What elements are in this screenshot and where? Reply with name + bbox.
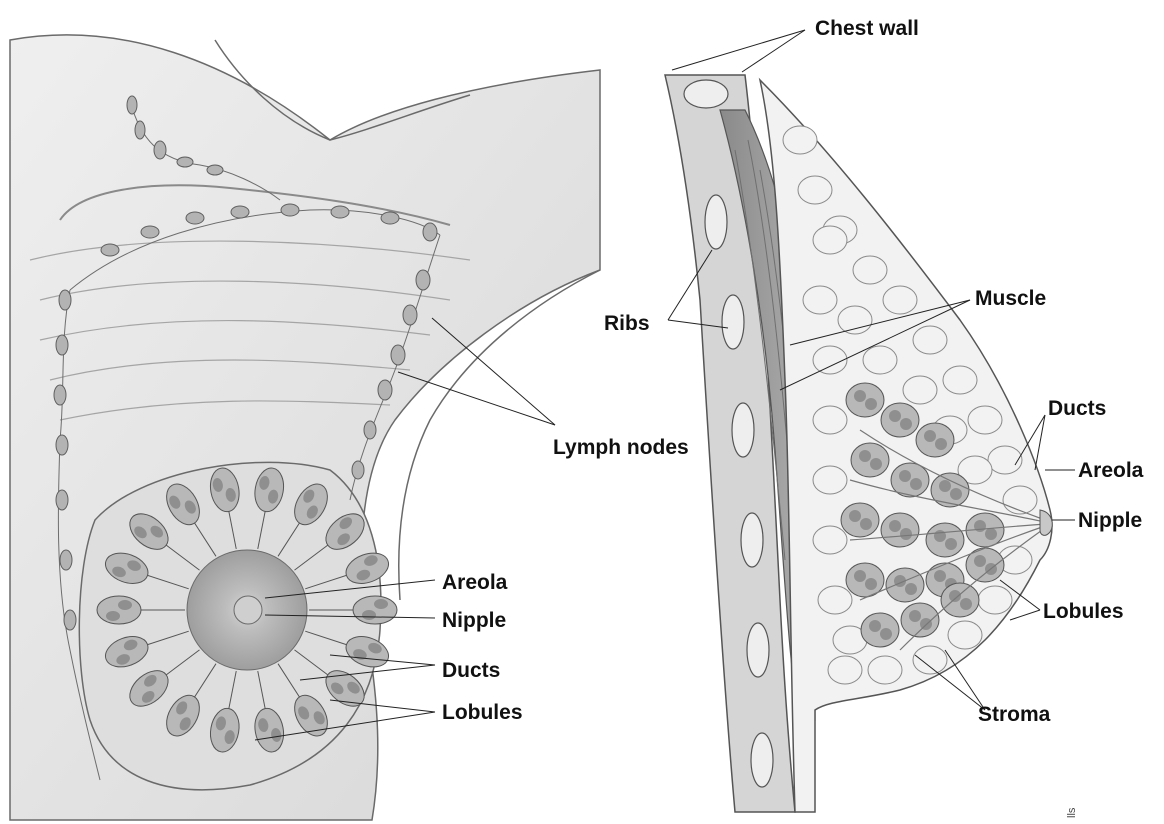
- label-chest-wall: Chest wall: [815, 18, 919, 39]
- fat-lobule: [783, 126, 817, 154]
- lobule: [353, 596, 397, 624]
- fat-lobule: [883, 286, 917, 314]
- fat-lobule: [853, 256, 887, 284]
- fat-lobule: [968, 406, 1002, 434]
- lobule: [97, 596, 141, 624]
- gland-lobule: [926, 523, 964, 557]
- label-ribs: Ribs: [604, 313, 650, 334]
- fat-lobule: [828, 656, 862, 684]
- nipple-front: [234, 596, 262, 624]
- label-lymph-nodes: Lymph nodes: [553, 437, 689, 458]
- label-nipple-side: Nipple: [1078, 510, 1142, 531]
- fat-lobule: [863, 346, 897, 374]
- fat-lobule: [803, 286, 837, 314]
- gland-lobule: [901, 603, 939, 637]
- gland-lobule: [941, 583, 979, 617]
- fat-lobule: [1003, 486, 1037, 514]
- gland-lobule: [881, 403, 919, 437]
- gland-lobule: [861, 613, 899, 647]
- label-muscle: Muscle: [975, 288, 1046, 309]
- fat-lobule: [978, 586, 1012, 614]
- fat-lobule: [948, 621, 982, 649]
- label-lobules-side: Lobules: [1043, 601, 1124, 622]
- gland-lobule: [881, 513, 919, 547]
- fat-lobule: [943, 366, 977, 394]
- fat-lobule: [838, 306, 872, 334]
- side-view: [665, 75, 1052, 812]
- label-areola-front: Areola: [442, 572, 507, 593]
- fat-lobule: [913, 646, 947, 674]
- label-nipple-front: Nipple: [442, 610, 506, 631]
- fat-lobule: [813, 526, 847, 554]
- fat-lobule: [813, 466, 847, 494]
- gland-lobule: [931, 473, 969, 507]
- gland-lobule: [886, 568, 924, 602]
- label-areola-side: Areola: [1078, 460, 1143, 481]
- label-stroma: Stroma: [978, 704, 1050, 725]
- fat-lobule: [913, 326, 947, 354]
- label-ducts-side: Ducts: [1048, 398, 1106, 419]
- gland-lobule: [851, 443, 889, 477]
- fat-lobule: [988, 446, 1022, 474]
- fat-lobule: [798, 176, 832, 204]
- fat-lobule: [813, 346, 847, 374]
- fat-lobule: [818, 586, 852, 614]
- fat-lobule: [868, 656, 902, 684]
- label-ducts-front: Ducts: [442, 660, 500, 681]
- artist-credit: lls: [1066, 808, 1078, 818]
- gland-lobule: [841, 503, 879, 537]
- fat-lobule: [813, 226, 847, 254]
- gland-lobule: [846, 383, 884, 417]
- gland-lobule: [916, 423, 954, 457]
- label-lobules-front: Lobules: [442, 702, 523, 723]
- fat-lobule: [903, 376, 937, 404]
- fat-lobule: [813, 406, 847, 434]
